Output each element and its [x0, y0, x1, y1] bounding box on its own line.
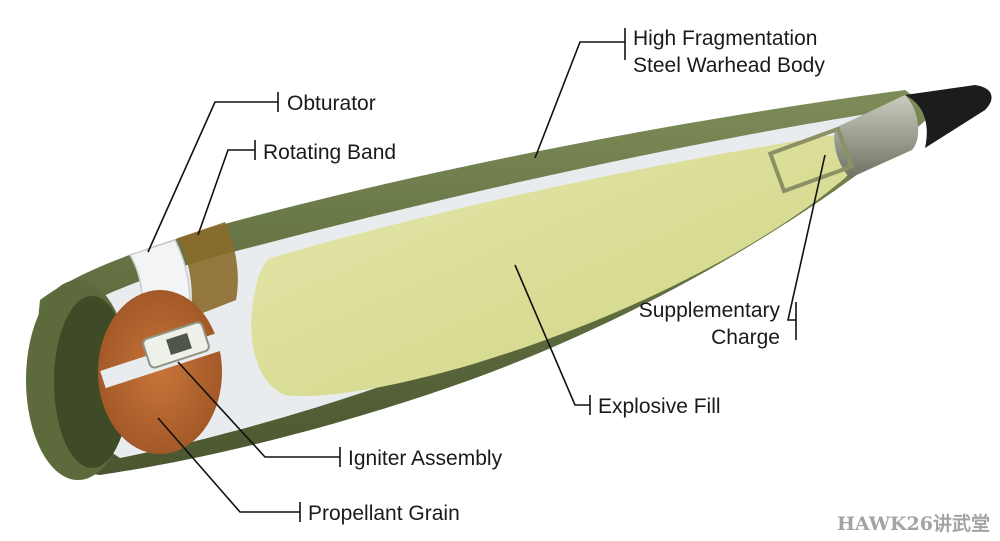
projectile-body [26, 85, 992, 480]
leader-propellant-grain [157, 417, 300, 513]
label-warhead-body-line2: Steel Warhead Body [633, 54, 825, 77]
label-obturator: Obturator [287, 92, 376, 115]
explosive-fill-region [251, 135, 855, 397]
label-supplementary-charge-line1: Supplementary [639, 299, 781, 322]
watermark: HAWK26讲武堂 [837, 512, 990, 535]
leader-lines [147, 28, 826, 522]
rotating-band-ring [178, 222, 238, 318]
fuze-body [834, 95, 919, 178]
label-explosive-fill: Explosive Fill [598, 395, 721, 418]
leader-supplementary-charge [787, 154, 826, 321]
leader-obturator [147, 101, 278, 253]
callout-labels: High Fragmentation Steel Warhead Body Ob… [263, 27, 825, 525]
nose-cap [905, 85, 992, 148]
label-warhead-body-line1: High Fragmentation [633, 27, 817, 50]
label-rotating-band: Rotating Band [263, 141, 396, 164]
label-supplementary-charge-line2: Charge [711, 326, 780, 349]
igniter-core [166, 332, 192, 356]
supplementary-charge-box [767, 126, 855, 194]
leader-explosive-fill [514, 264, 590, 406]
label-propellant-grain: Propellant Grain [308, 502, 460, 525]
leader-igniter-assembly [177, 361, 340, 458]
label-igniter-assembly: Igniter Assembly [348, 447, 503, 470]
leader-warhead-body [534, 41, 625, 159]
leader-rotating-band [197, 149, 255, 236]
